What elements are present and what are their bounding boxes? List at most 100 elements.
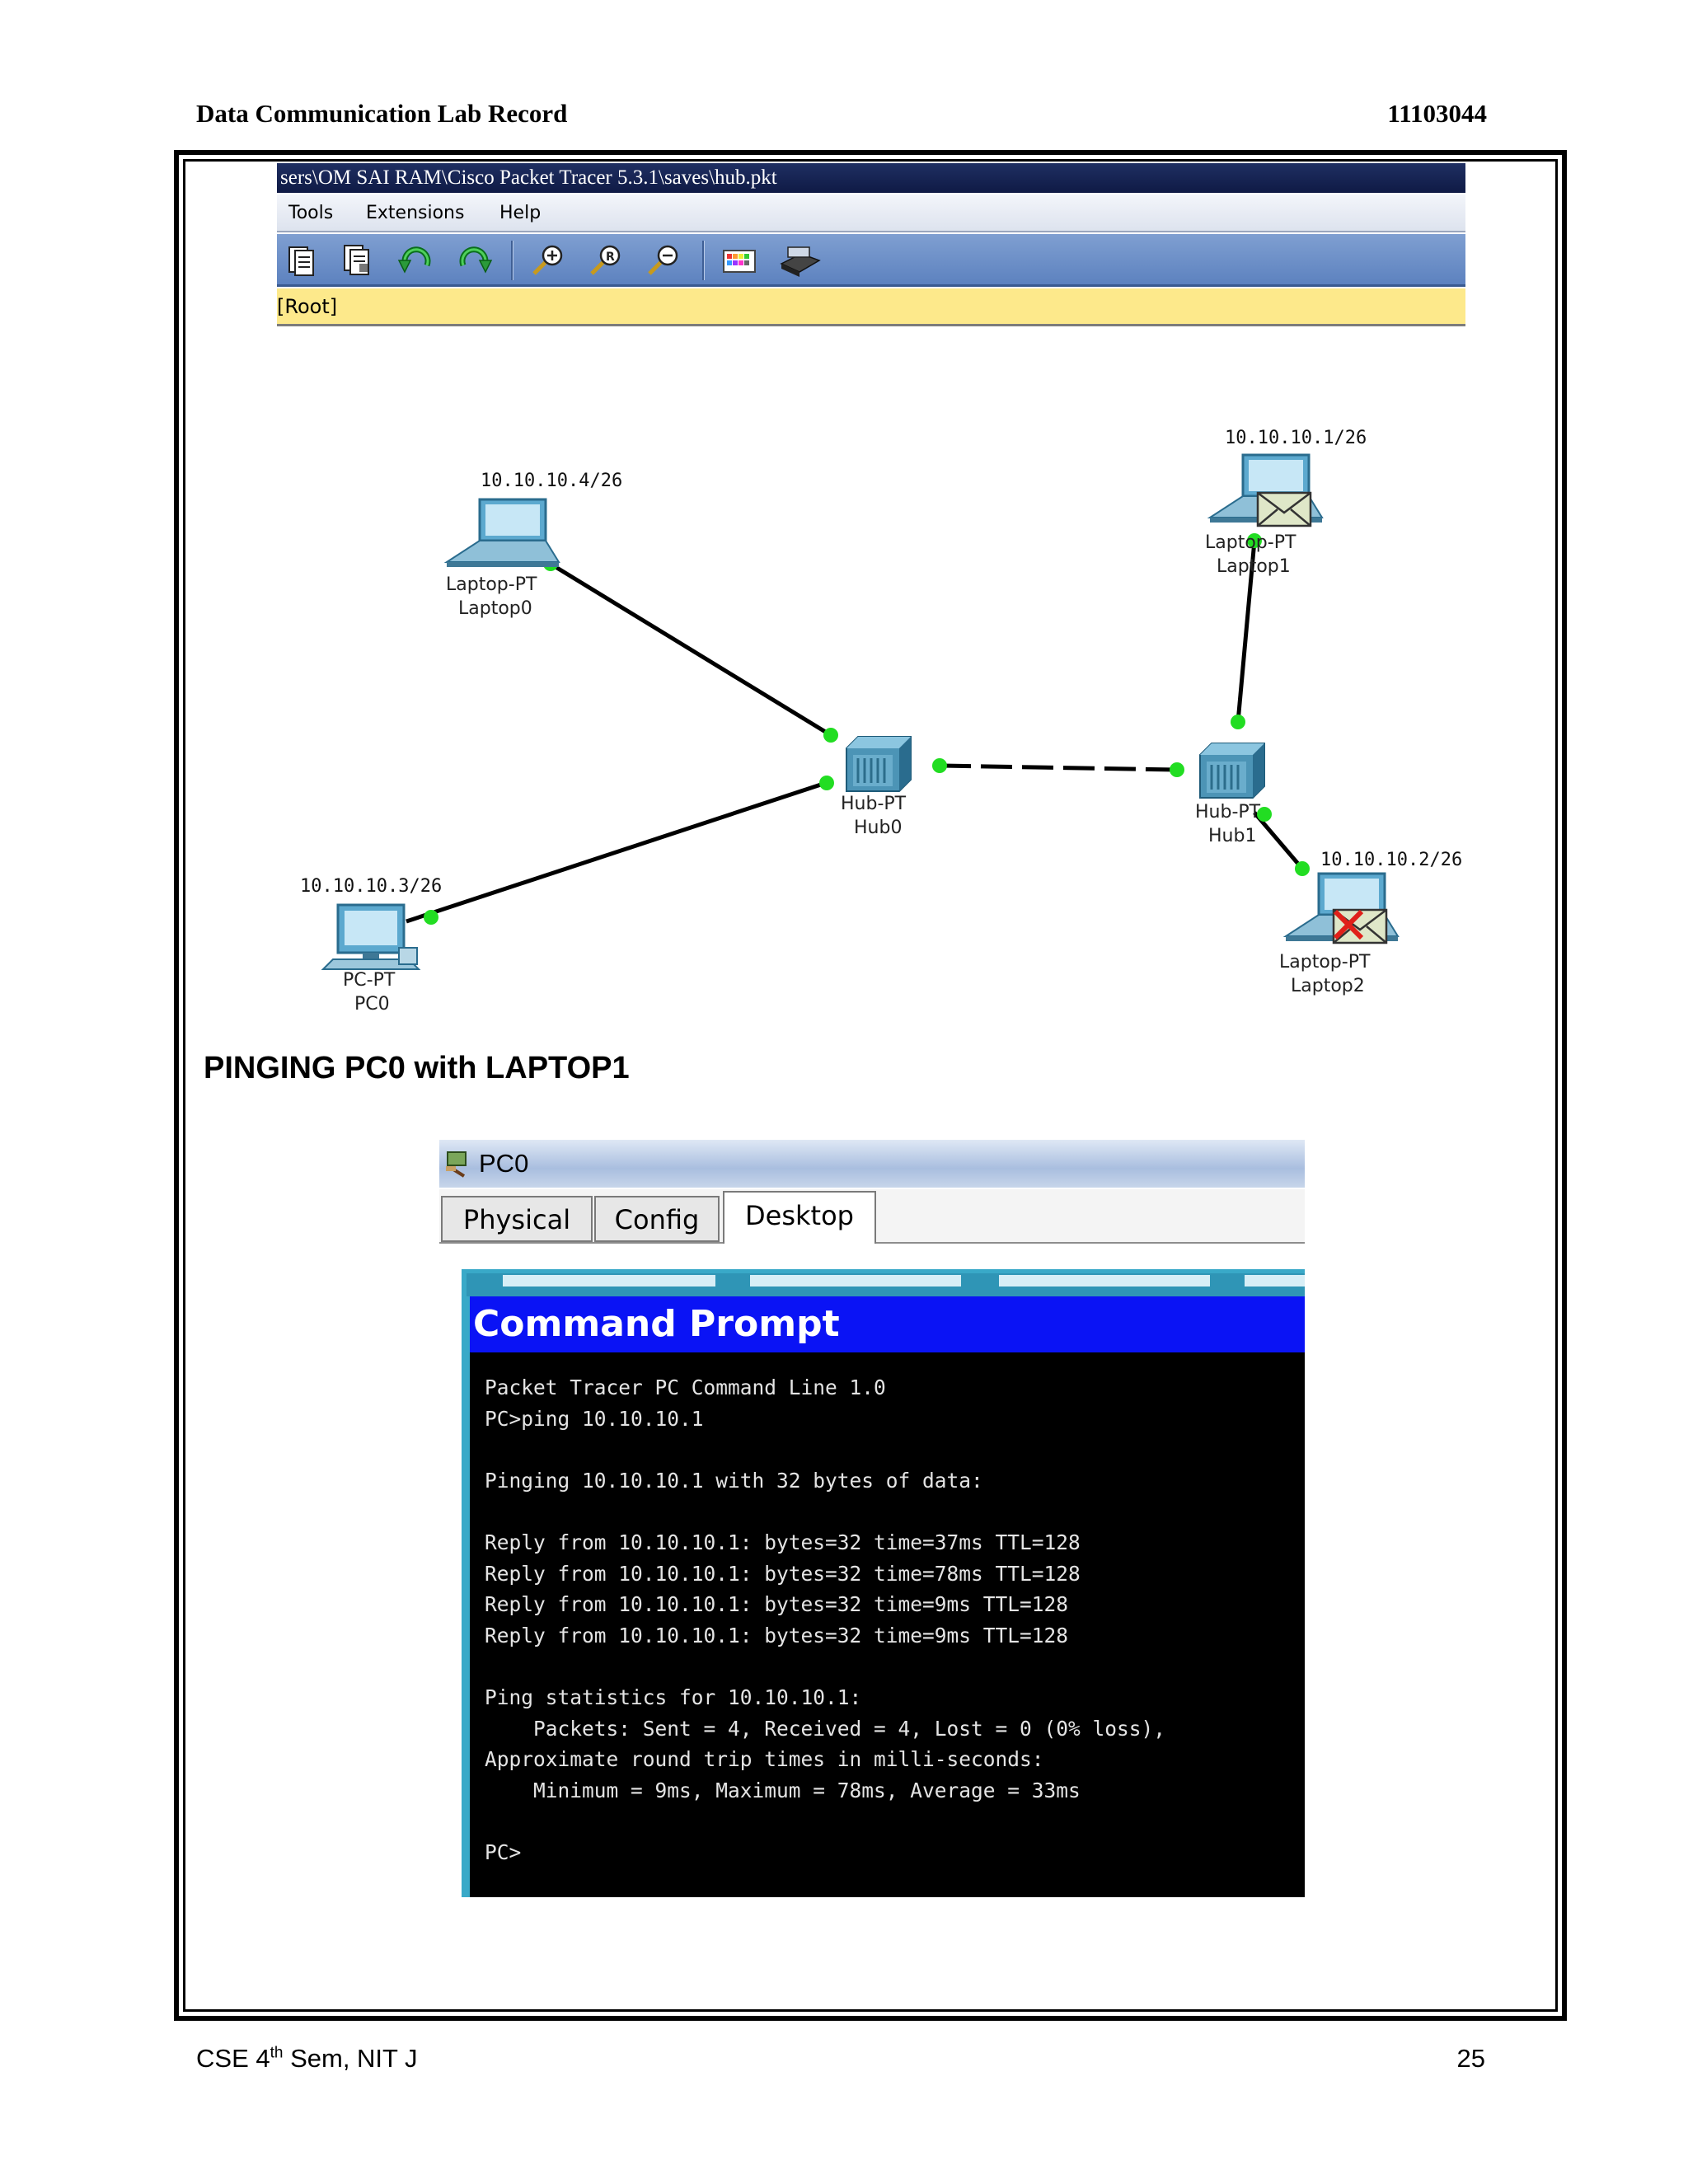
hub1-device[interactable]: Hub-PT Hub1 (1195, 742, 1266, 846)
link-laptop1-hub1 (1236, 540, 1257, 723)
copy-icon[interactable] (282, 242, 320, 279)
paste-icon[interactable] (338, 242, 376, 279)
undo-icon[interactable] (397, 242, 435, 279)
laptop0-name: Laptop0 (458, 598, 532, 619)
footer-course: CSE 4th Sem, NIT J (196, 2044, 418, 2074)
pc0-ip: 10.10.10.3/26 (300, 876, 442, 897)
breadcrumb[interactable]: [Root] (277, 288, 1465, 326)
command-prompt-output[interactable]: Packet Tracer PC Command Line 1.0 PC>pin… (470, 1352, 1305, 1897)
tab-physical[interactable]: Physical (441, 1196, 593, 1242)
laptop2-device[interactable]: 10.10.10.2/26 Laptop-PT Laptop2 (1279, 850, 1462, 996)
link-hub1-laptop2 (1253, 811, 1304, 870)
hub-icon (1198, 742, 1266, 799)
cmd-line: Packet Tracer PC Command Line 1.0 (485, 1376, 886, 1399)
packet-tracer-title-bar: sers\OM SAI RAM\Cisco Packet Tracer 5.3.… (277, 163, 1465, 193)
page-border-inner (183, 159, 1558, 2012)
redo-icon[interactable] (455, 242, 493, 279)
port-dot (1295, 861, 1310, 876)
strip-segment (503, 1275, 715, 1286)
toolbar: R (277, 234, 1465, 287)
tab-config[interactable]: Config (594, 1196, 720, 1242)
laptop2-ip: 10.10.10.2/26 (1320, 850, 1462, 870)
cmd-line: Reply from 10.10.10.1: bytes=32 time=9ms… (485, 1592, 1069, 1617)
link-laptop0-hub0 (547, 560, 832, 738)
port-dot (1231, 715, 1245, 729)
command-prompt-title: Command Prompt (470, 1296, 1305, 1352)
cmd-line: Packets: Sent = 4, Received = 4, Lost = … (485, 1716, 1166, 1741)
cmd-line: Reply from 10.10.10.1: bytes=32 time=78m… (485, 1561, 1081, 1586)
laptop2-type: Laptop-PT (1279, 952, 1371, 972)
strip-segment (1245, 1275, 1305, 1286)
cmd-line (485, 1651, 1305, 1682)
envelope-icon (1256, 491, 1312, 527)
cmd-line: PC>ping 10.10.10.1 (485, 1406, 704, 1431)
port-dot (823, 728, 838, 743)
port-dot (1247, 533, 1262, 548)
port-dot (1170, 762, 1184, 777)
hub1-type: Hub-PT (1195, 802, 1261, 823)
cmd-line (485, 1496, 1305, 1527)
footer-course-rest: Sem, NIT J (283, 2044, 418, 2073)
footer-course-text: CSE 4 (196, 2044, 270, 2073)
port-dot (1257, 807, 1272, 822)
strip-segment (750, 1275, 961, 1286)
laptop0-device[interactable]: 10.10.10.4/26 Laptop-PT Laptop0 (445, 471, 622, 619)
zoom-out-icon[interactable] (645, 242, 682, 279)
menu-tools[interactable]: Tools (288, 203, 334, 223)
tab-desktop[interactable]: Desktop (723, 1191, 876, 1244)
link-pc0-hub0 (406, 780, 827, 924)
port-dot (424, 910, 438, 925)
footer-course-sup: th (270, 2044, 284, 2062)
laptop1-type: Laptop-PT (1205, 532, 1296, 553)
laptop1-device[interactable]: 10.10.10.1/26 Laptop-PT Laptop1 (1205, 428, 1367, 577)
pc0-name: PC0 (354, 994, 390, 1015)
roll-number: 11103044 (1387, 99, 1487, 128)
toolbar-separator (511, 241, 513, 280)
section-title: PINGING PC0 with LAPTOP1 (204, 1051, 630, 1085)
svg-text:R: R (606, 251, 615, 264)
hub0-type: Hub-PT (841, 794, 907, 814)
page-border-outer (174, 150, 1567, 2021)
cmd-line (485, 1806, 1305, 1837)
desktop-area (439, 1244, 1305, 1268)
cmd-line: Approximate round trip times in milli-se… (485, 1747, 1044, 1772)
pc0-tabs: Physical Config Desktop (439, 1189, 1305, 1244)
hub1-name: Hub1 (1208, 826, 1256, 846)
laptop1-ip: 10.10.10.1/26 (1225, 428, 1367, 448)
pc0-window-title: PC0 (479, 1149, 529, 1178)
cmd-line: Pinging 10.10.10.1 with 32 bytes of data… (485, 1468, 983, 1493)
pc0-device[interactable]: 10.10.10.3/26 PC-PT PC0 (300, 876, 442, 1015)
cmd-prompt-line[interactable]: PC> (485, 1840, 522, 1864)
cmd-line: Minimum = 9ms, Maximum = 78ms, Average =… (485, 1778, 1081, 1802)
device-icon[interactable] (776, 242, 823, 279)
laptop1-name: Laptop1 (1217, 556, 1291, 577)
pc0-type: PC-PT (343, 970, 396, 991)
cmd-line: Ping statistics for 10.10.10.1: (485, 1685, 862, 1709)
link-ports (424, 533, 1310, 925)
laptop0-type: Laptop-PT (446, 574, 537, 595)
menu-extensions[interactable]: Extensions (366, 203, 465, 223)
link-hub0-hub1 (939, 763, 1178, 772)
laptop0-ip: 10.10.10.4/26 (481, 471, 622, 491)
cmd-line: Reply from 10.10.10.1: bytes=32 time=37m… (485, 1530, 1081, 1554)
menu-bar: Tools Extensions Help (277, 194, 1465, 232)
palette-icon[interactable] (720, 242, 758, 279)
cmd-line: Reply from 10.10.10.1: bytes=32 time=9ms… (485, 1623, 1069, 1647)
laptop-icon (445, 498, 560, 569)
command-prompt-topstrip (467, 1273, 1305, 1296)
pc-icon (321, 903, 421, 970)
hub-icon (845, 735, 912, 793)
zoom-in-icon[interactable] (529, 242, 567, 279)
cmd-line (485, 1434, 1305, 1465)
port-dot (819, 776, 834, 790)
laptop2-name: Laptop2 (1291, 976, 1365, 996)
document-title: Data Communication Lab Record (196, 99, 568, 128)
menu-help[interactable]: Help (499, 203, 542, 223)
hub0-name: Hub0 (854, 818, 902, 838)
zoom-reset-icon[interactable]: R (587, 242, 625, 279)
page-number: 25 (1456, 2044, 1485, 2073)
toolbar-separator (702, 241, 705, 280)
hub0-device[interactable]: Hub-PT Hub0 (841, 735, 912, 838)
port-dot (932, 758, 947, 773)
